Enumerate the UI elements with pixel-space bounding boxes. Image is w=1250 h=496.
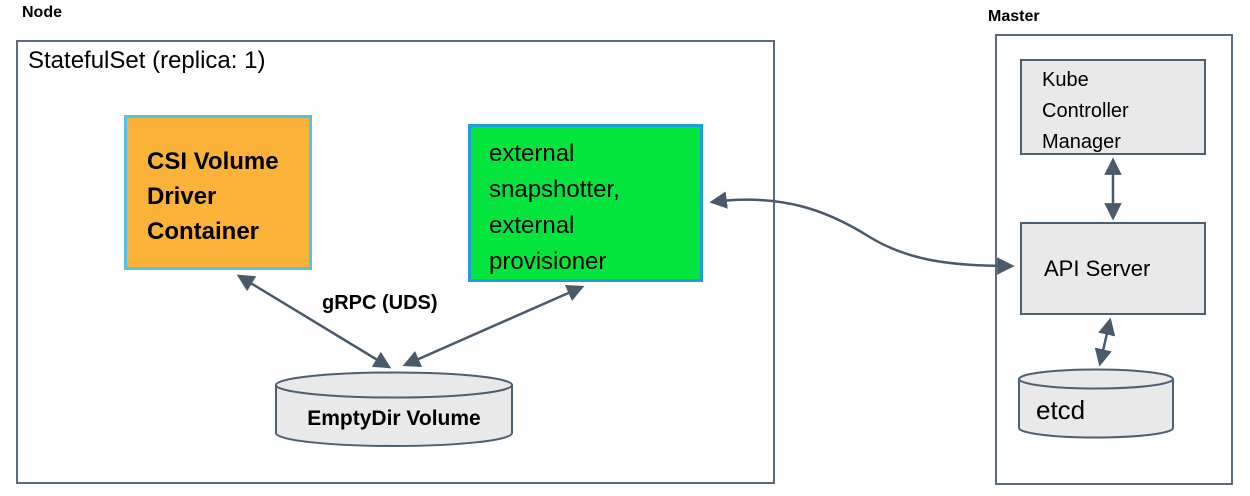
csi-to-emptydir-arrow xyxy=(236,274,392,369)
etcd-label: etcd xyxy=(1036,395,1086,425)
external-snapshotter-provisioner-box: external snapshotter, external provision… xyxy=(468,124,703,282)
etcd-cylinder-icon xyxy=(1018,368,1174,439)
sidecar-to-apiserver-arrow xyxy=(709,191,1015,275)
csi-volume-driver-container-box: CSI Volume Driver Container xyxy=(124,115,312,270)
kube-controller-manager-box: Kube Controller Manager xyxy=(1020,59,1206,155)
api-server-box: API Server xyxy=(1020,222,1206,315)
node-group-label: Node xyxy=(22,4,62,21)
apiserver-to-etcd-arrow xyxy=(1094,317,1116,367)
sidecar-to-emptydir-arrow xyxy=(402,284,585,368)
grpc-uds-label: gRPC (UDS) xyxy=(322,292,438,314)
emptydir-volume-label: EmptyDir Volume xyxy=(307,407,481,430)
statefulset-title: StatefulSet (replica: 1) xyxy=(28,47,266,74)
master-group-label: Master xyxy=(988,8,1040,25)
emptydir-cylinder-icon xyxy=(275,371,513,447)
